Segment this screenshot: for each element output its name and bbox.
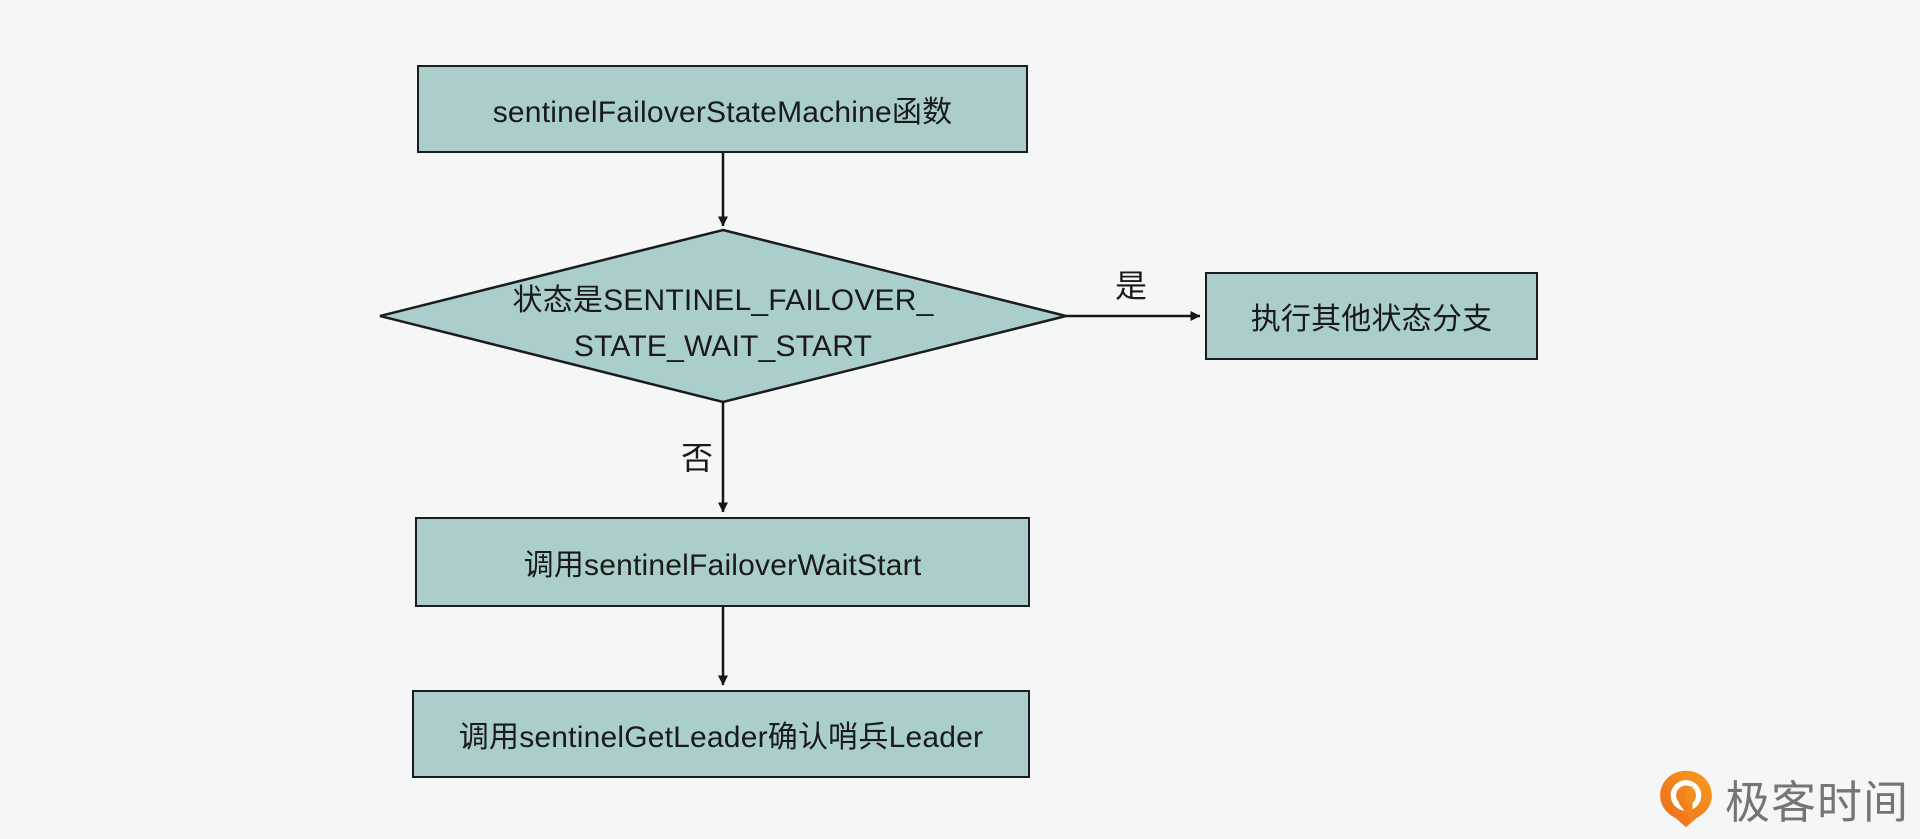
node-start-label: sentinelFailoverStateMachine函数 <box>492 96 953 129</box>
edge-label-yes: 是 <box>1114 268 1147 304</box>
node-other-label: 执行其他状态分支 <box>1250 303 1493 336</box>
node-get-leader: 调用sentinelGetLeader确认哨兵Leader <box>412 690 1030 778</box>
node-getleader-label: 调用sentinelGetLeader确认哨兵Leader <box>458 721 984 754</box>
node-failover-wait-start: 调用sentinelFailoverWaitStart <box>415 517 1030 607</box>
geektime-branding: 极客时间 <box>1656 766 1909 831</box>
edge-label-no: 否 <box>680 440 713 476</box>
node-decision-label: 状态是SENTINEL_FAILOVER_ STATE_WAIT_START <box>430 270 1016 378</box>
node-other-state-branch: 执行其他状态分支 <box>1205 272 1538 360</box>
geektime-logo-icon <box>1660 770 1712 827</box>
node-sentinel-failover-state-machine: sentinelFailoverStateMachine函数 <box>417 65 1028 153</box>
decision-label-line2: STATE_WAIT_START <box>573 330 873 363</box>
geektime-logo-text: 极客时间 <box>1725 777 1910 828</box>
decision-label-line1: 状态是SENTINEL_FAILOVER_ <box>512 284 934 317</box>
node-waitstart-label: 调用sentinelFailoverWaitStart <box>523 549 922 582</box>
